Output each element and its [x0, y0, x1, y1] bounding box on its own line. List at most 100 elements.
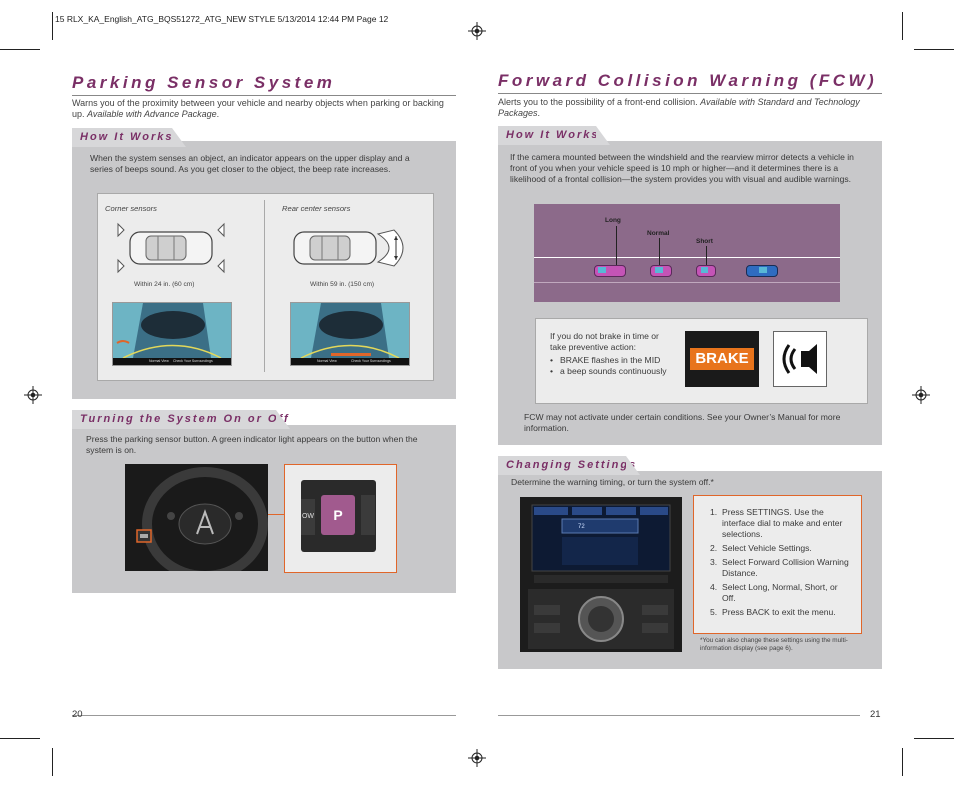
screen-label: Check Your Surroundings [351, 359, 391, 363]
distance-label-short: Short [696, 238, 713, 245]
steering-wheel-image [125, 464, 268, 571]
screen-label: Check Your Surroundings [173, 359, 213, 363]
registration-mark-icon [912, 386, 930, 404]
list-item: 1.Press SETTINGS. Use the interface dial… [710, 507, 843, 539]
turning-tab: Turning the System On or Off [72, 410, 290, 429]
page-title: Forward Collision Warning (FCW) [498, 71, 878, 90]
adjacent-button [361, 495, 375, 535]
mid-display: BRAKE [685, 331, 759, 387]
intro-end: . [537, 108, 541, 118]
step-text: Select Forward Collision Warning Distanc… [722, 557, 849, 578]
registration-mark-icon [24, 386, 42, 404]
rear-sensors-caption: Rear center sensors [282, 204, 351, 213]
crop-mark [0, 738, 40, 739]
intro-text: Warns you of the proximity between your … [72, 98, 444, 119]
registration-mark-icon [468, 22, 486, 40]
tab-label: How It Works [506, 129, 600, 141]
fcw-how-text: If the camera mounted between the windsh… [510, 152, 854, 184]
warning-item-text: BRAKE flashes in the MID [560, 355, 661, 365]
button-closeup-frame: OW P [284, 464, 397, 573]
intro-text: Alerts you to the possibility of a front… [498, 97, 701, 107]
leader-line [706, 246, 707, 266]
beep-speaker-icon [773, 331, 827, 387]
intro-end: . [216, 109, 220, 119]
crop-mark [914, 738, 954, 739]
road-diagram: Long Normal Short [534, 204, 840, 302]
lane-line [534, 282, 840, 283]
section-intro: Alerts you to the possibility of a front… [498, 97, 872, 119]
screen-label: Normal View [149, 359, 169, 363]
list-item: •BRAKE flashes in the MID [550, 355, 661, 365]
steps-list: 1.Press SETTINGS. Use the interface dial… [710, 507, 850, 618]
how-it-works-tab: How It Works [498, 126, 610, 145]
tab-label: Changing Settings [506, 459, 638, 471]
page-title: Parking Sensor System [72, 73, 336, 92]
title-rule [498, 93, 882, 94]
screen-label: Normal View [317, 359, 337, 363]
crop-mark [0, 49, 40, 50]
camera-view-image [291, 303, 409, 365]
section-intro: Warns you of the proximity between your … [72, 98, 454, 120]
warning-lead: If you do not brake in time or take prev… [550, 331, 659, 352]
footnote: *You can also change these settings usin… [700, 637, 848, 652]
crop-mark [52, 12, 53, 40]
how-it-works-text: When the system senses an object, an ind… [90, 153, 410, 174]
tab-label: Turning the System On or Off [80, 413, 290, 425]
divider [264, 200, 265, 372]
car-window [759, 267, 767, 273]
print-slug: 15 RLX_KA_English_ATG_BQS51272_ATG_NEW S… [55, 14, 389, 24]
brake-warning-label: BRAKE [690, 348, 754, 370]
parking-sensor-button[interactable]: P [321, 495, 355, 535]
step-text: Select Vehicle Settings. [722, 543, 812, 553]
crop-mark [902, 12, 903, 40]
step-text: Press BACK to exit the menu. [722, 607, 836, 617]
list-item: 5.Press BACK to exit the menu. [710, 607, 836, 617]
warning-item-text: a beep sounds continuously [560, 366, 667, 376]
intro-availability: Available with Standard and Technology P… [498, 97, 860, 118]
car-window [701, 267, 708, 273]
car-corner-sensors-icon [117, 222, 225, 274]
step-text: Select Long, Normal, Short, or Off. [722, 582, 838, 603]
distance-label-normal: Normal [647, 230, 670, 237]
tab-label: How It Works [80, 131, 174, 143]
center-console-image [520, 497, 682, 652]
footer-rule [72, 715, 456, 716]
car-window [598, 267, 606, 273]
camera-screen-corner: Normal View Check Your Surroundings [112, 302, 232, 366]
changing-settings-tab: Changing Settings [498, 456, 640, 475]
distance-label-long: Long [605, 217, 621, 224]
page-number: 20 [72, 709, 83, 720]
steps-box [693, 495, 862, 634]
rear-range: Within 59 in. (150 cm) [310, 281, 375, 288]
how-it-works-tab: How It Works [72, 128, 186, 147]
camera-view-image [113, 303, 231, 365]
camera-screen-rear: Normal View Check Your Surroundings [290, 302, 410, 366]
callout-line [268, 514, 285, 515]
page-number: 21 [870, 709, 881, 720]
screen-temperature: 72 [578, 524, 585, 530]
lane-line [534, 257, 840, 258]
warning-list: •BRAKE flashes in the MID •a beep sounds… [550, 355, 675, 377]
list-item: 2.Select Vehicle Settings. [710, 543, 812, 553]
fcw-note: FCW may not activate under certain condi… [524, 412, 841, 433]
footer-rule [498, 715, 860, 716]
registration-mark-icon [468, 749, 486, 767]
intro-availability: Available with Advance Package [87, 109, 217, 119]
corner-sensors-caption: Corner sensors [105, 204, 157, 213]
turning-text: Press the parking sensor button. A green… [86, 434, 418, 455]
list-item: 4.Select Long, Normal, Short, or Off. [710, 582, 838, 603]
adjacent-button-label: OW [301, 499, 315, 535]
corner-range: Within 24 in. (60 cm) [134, 281, 195, 288]
title-rule [72, 95, 456, 96]
leader-line [659, 238, 660, 266]
crop-mark [914, 49, 954, 50]
car-rear-sensors-icon [293, 229, 404, 267]
car-window [655, 267, 663, 273]
list-item: •a beep sounds continuously [550, 366, 667, 376]
leader-line [616, 226, 617, 266]
list-item: 3.Select Forward Collision Warning Dista… [710, 557, 849, 578]
crop-mark [52, 748, 53, 776]
changing-settings-text: Determine the warning timing, or turn th… [511, 477, 714, 487]
step-text: Press SETTINGS. Use the interface dial t… [722, 507, 843, 539]
crop-mark [902, 748, 903, 776]
